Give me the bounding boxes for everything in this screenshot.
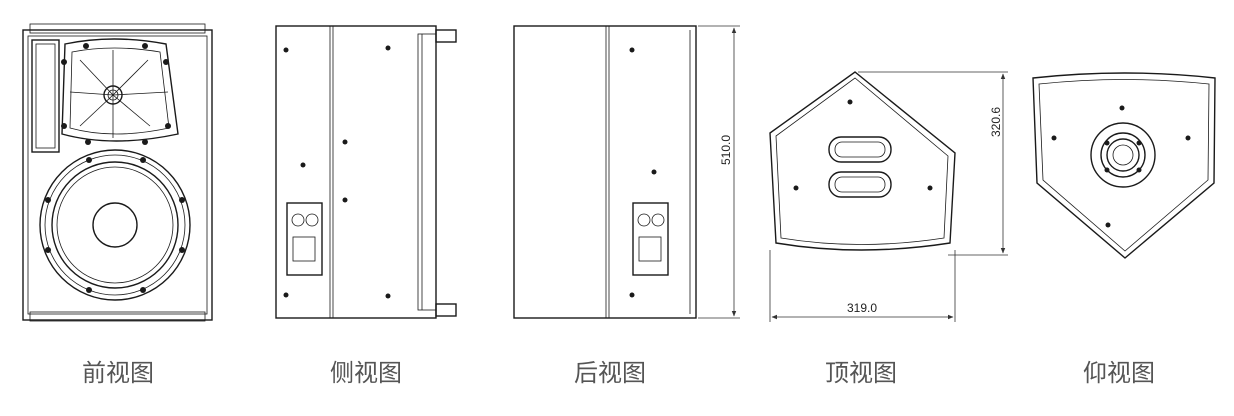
rear-view-caption: 后视图 [574,359,646,387]
front-view-caption: 前视图 [82,359,154,387]
rear-view-drawing [513,25,740,319]
bottom-view-caption: 仰视图 [1083,359,1155,387]
depth-dimension-label: 320.6 [989,107,1003,137]
front-view-drawing [22,23,213,322]
bottom-view-drawing [1032,72,1216,259]
top-view-drawing [769,71,1008,322]
width-dimension-label: 319.0 [847,301,877,315]
side-view-drawing [275,25,457,319]
height-dimension-label: 510.0 [719,135,733,165]
side-view-caption: 侧视图 [330,359,402,387]
top-view-caption: 顶视图 [825,359,897,387]
